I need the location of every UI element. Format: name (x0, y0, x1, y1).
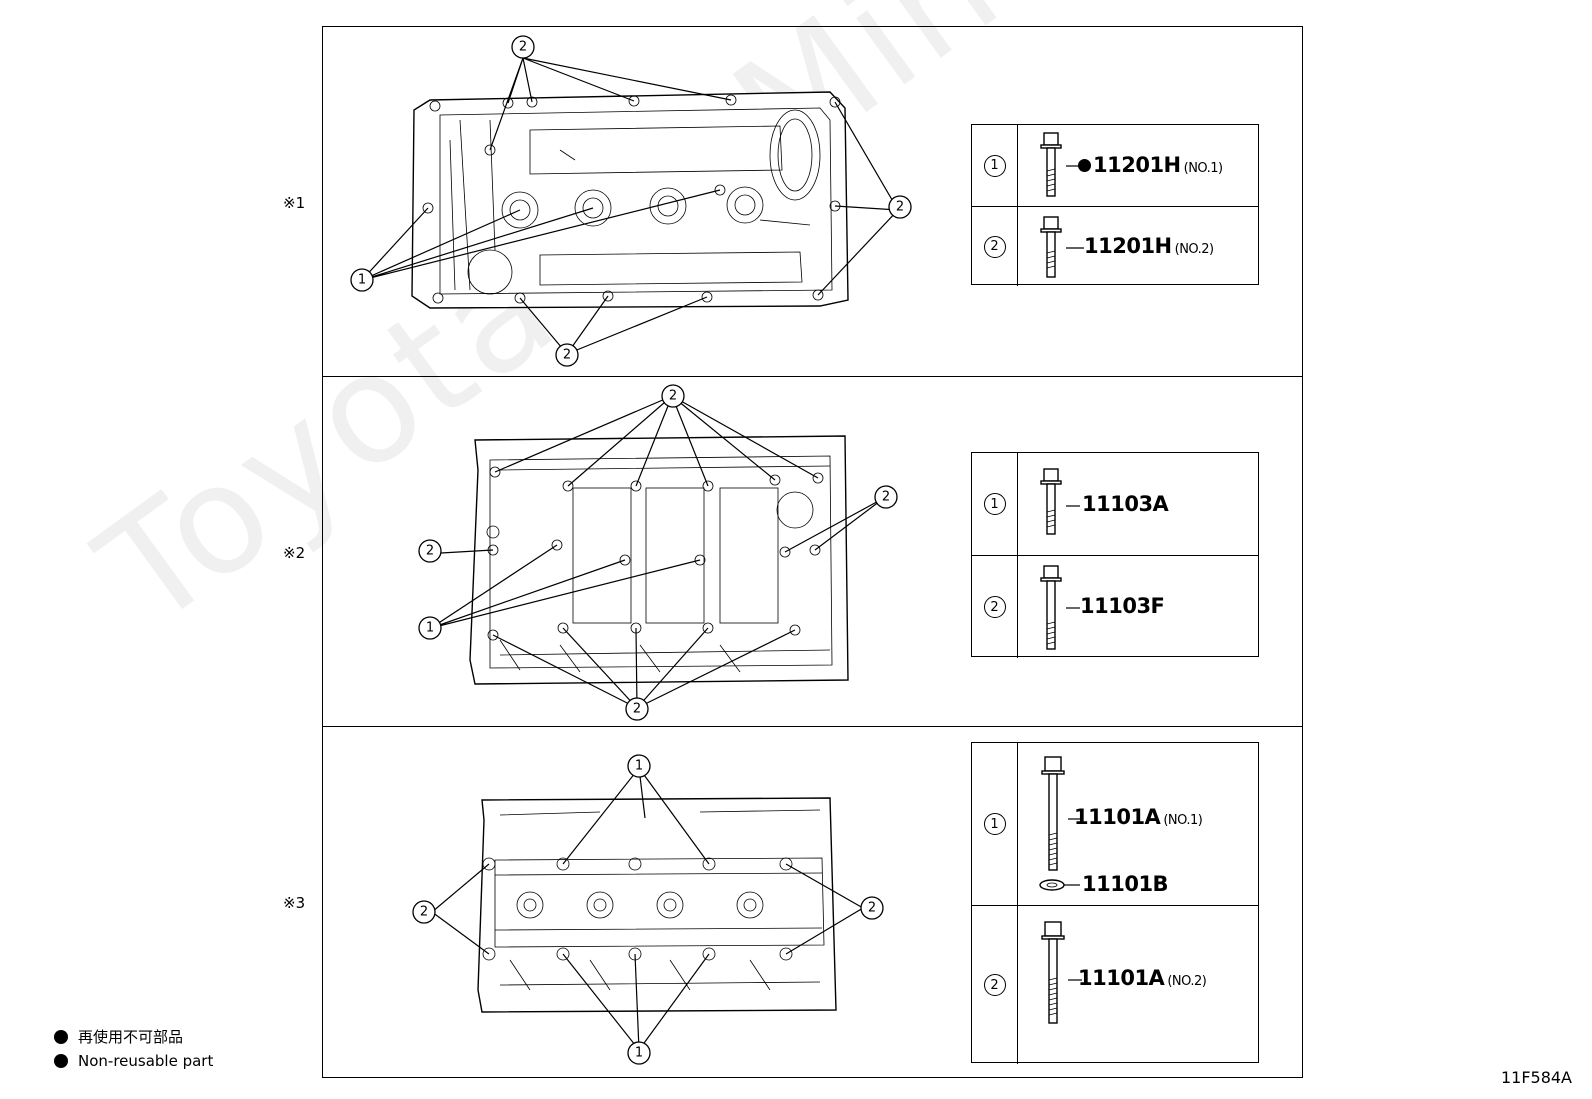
svg-text:1: 1 (358, 273, 366, 288)
part-code: 11103F (1080, 594, 1165, 618)
reference-code: 11F584A (1500, 1068, 1572, 1087)
svg-text:2: 2 (420, 905, 428, 920)
non-reusable-dot-icon (54, 1030, 68, 1044)
section-cylinder-head-cover (323, 27, 1302, 377)
non-reusable-dot-icon (1078, 159, 1091, 172)
bolt-icon (1040, 565, 1062, 650)
svg-text:2: 2 (519, 40, 527, 55)
part-number: 2 (983, 974, 1006, 996)
part-code: 11101A(NO.1) (1074, 805, 1203, 829)
svg-text:1: 1 (426, 621, 434, 636)
callout-2-right: 2 (874, 485, 898, 509)
svg-text:2: 2 (669, 389, 677, 404)
svg-text:2: 2 (426, 544, 434, 559)
callout-group-3: 1 2 2 1 (412, 754, 884, 1065)
svg-text:1: 1 (635, 759, 643, 774)
bolt-icon (1041, 756, 1065, 871)
part-code: 11103A (1082, 492, 1169, 516)
part-row: 2 11201H(NO.2) (972, 206, 1258, 286)
svg-text:2: 2 (633, 702, 641, 717)
callout-2-right: 2 (888, 195, 912, 219)
callout-group-2: 2 2 2 1 2 (418, 384, 898, 721)
part-row: 1 11101A(NO.1) 11101B (972, 743, 1258, 905)
svg-text:1: 1 (635, 1046, 643, 1061)
bolt-icon (1040, 216, 1062, 278)
callout-group-1: 2 2 2 1 (350, 35, 912, 367)
part-code: 11201H(NO.2) (1084, 234, 1214, 258)
washer-code: 11101B (1082, 872, 1169, 896)
callout-1-left: 1 (418, 616, 442, 640)
callout-2-top: 2 (511, 35, 535, 59)
section-label-3: ※3 (283, 894, 306, 912)
callout-2-left: 2 (418, 539, 442, 563)
callout-2-right: 2 (860, 896, 884, 920)
svg-text:2: 2 (882, 490, 890, 505)
part-row: 2 11101A(NO.2) (972, 905, 1258, 1064)
svg-text:2: 2 (896, 200, 904, 215)
part-code: 11101A(NO.2) (1078, 966, 1207, 990)
part-number: 1 (983, 813, 1006, 835)
callout-2-top: 2 (661, 384, 685, 408)
parts-table-2: 1 11103A 2 11103F (971, 452, 1259, 658)
part-row: 1 11201H(NO.1) (972, 125, 1258, 206)
callout-1-left: 1 (350, 268, 374, 292)
section-label-2: ※2 (283, 544, 306, 562)
svg-text:2: 2 (868, 901, 876, 916)
callout-2-bottom: 2 (555, 343, 579, 367)
legend-jp: 再使用不可部品 (54, 1026, 183, 1047)
callout-2-left: 2 (412, 900, 436, 924)
non-reusable-dot-icon (54, 1054, 68, 1068)
part-number: 2 (983, 596, 1006, 618)
callout-1-bottom: 1 (627, 1041, 651, 1065)
section-label-1: ※1 (283, 194, 306, 212)
part-number: 1 (983, 493, 1006, 515)
part-row: 1 11103A (972, 453, 1258, 555)
svg-text:2: 2 (563, 348, 571, 363)
bolt-icon (1041, 921, 1065, 1024)
cylinder-block-outline (469, 435, 849, 685)
part-number: 2 (983, 235, 1006, 258)
parts-table-1: 1 11201H(NO.1) 2 11201H(NO.2) (971, 124, 1259, 286)
callout-1-top: 1 (627, 754, 651, 778)
diagram-frame (322, 26, 1303, 1078)
section-cylinder-block-lower (323, 377, 1302, 727)
washer-icon (1039, 879, 1080, 891)
part-row: 2 11103F (972, 555, 1258, 658)
bolt-icon (1040, 132, 1062, 197)
part-number: 1 (983, 154, 1006, 177)
parts-table-3: 1 11101A(NO.1) 11101B 2 11101A(NO.2) (971, 742, 1259, 1064)
legend-en: Non-reusable part (54, 1052, 213, 1070)
part-code: 11201H(NO.1) (1078, 153, 1223, 177)
bolt-icon (1040, 468, 1062, 535)
callout-2-bottom: 2 (625, 697, 649, 721)
